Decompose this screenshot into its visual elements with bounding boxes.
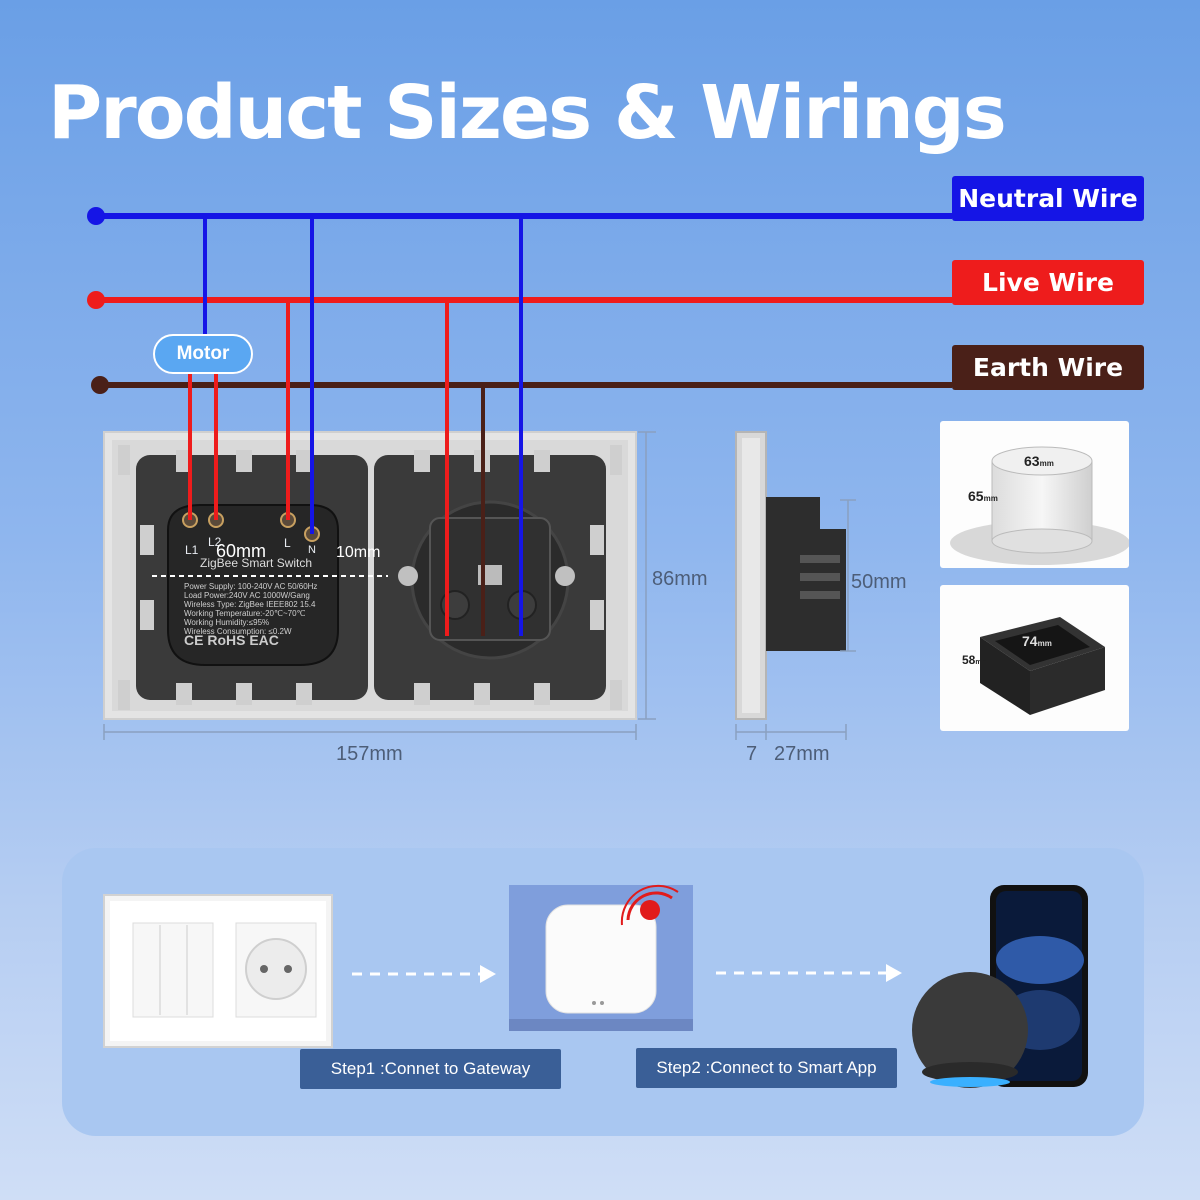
module-name: ZigBee Smart Switch <box>200 556 313 570</box>
square-box-depth-unit: mm <box>975 659 988 666</box>
smart-speaker-icon <box>912 972 1028 1088</box>
neutral-wire-label: Neutral Wire <box>952 176 1144 221</box>
dim-panel-width: 157mm <box>336 743 403 765</box>
round-box-depth: 65mm <box>968 488 998 504</box>
module-spec-line: Working Humidity:≤95% <box>184 618 270 627</box>
switch-socket-product-icon <box>103 894 333 1048</box>
square-box-width-unit: mm <box>1037 639 1052 648</box>
round-box-diameter: 63mm <box>1024 453 1054 469</box>
certification-marks: CE RoHS EAC <box>184 632 279 648</box>
earth-wire-label: Earth Wire <box>952 345 1144 390</box>
module-spec-line: Wireless Type: ZigBee IEEE802 15.4 <box>184 600 316 609</box>
module-spec-line: Power Supply: 100-240V AC 50/60Hz <box>184 582 318 591</box>
terminal-l2-label: L2 <box>208 535 222 549</box>
square-box-depth-value: 58 <box>962 653 976 667</box>
round-box-diameter-value: 63 <box>1024 453 1040 469</box>
step2-button[interactable]: Step2 :Connect to Smart App <box>636 1048 897 1088</box>
module-specs: Power Supply: 100-240V AC 50/60Hz Load P… <box>184 582 334 636</box>
round-box-depth-unit: mm <box>983 494 998 503</box>
terminal-l-label: L <box>284 536 291 550</box>
step1-button[interactable]: Step1 :Connet to Gateway <box>300 1049 561 1089</box>
module-spec-line: Load Power:240V AC 1000W/Gang <box>184 591 310 600</box>
live-wire-label: Live Wire <box>952 260 1144 305</box>
zigbee-gateway-icon <box>509 884 693 1031</box>
round-box-card: 63mm 65mm <box>940 421 1129 568</box>
earth-wire-dot <box>91 376 109 394</box>
dim-side-height: 50mm <box>851 571 907 593</box>
page-title: Product Sizes & Wirings <box>48 70 1007 156</box>
round-box-image <box>950 446 1129 565</box>
live-wire-dot <box>87 291 105 309</box>
square-box-width-value: 74 <box>1022 633 1038 649</box>
dim-module-gap: 10mm <box>336 544 381 561</box>
motor-badge: Motor <box>153 334 253 374</box>
neutral-wire-dot <box>87 207 105 225</box>
dim-body-depth: 27mm <box>774 743 830 765</box>
square-box-width: 74mm <box>1022 633 1052 649</box>
dim-panel-height: 86mm <box>652 568 708 590</box>
terminal-n-label: N <box>308 544 316 556</box>
dim-module-width: 60mm <box>216 541 267 561</box>
square-box-card: 74mm 58mm <box>940 585 1129 731</box>
terminal-l1-label: L1 <box>185 543 199 557</box>
module-spec-line: Wireless Consumption: ≤0.2W <box>184 627 292 636</box>
round-box-diameter-unit: mm <box>1039 459 1054 468</box>
dim-glass-depth: 7 <box>746 743 758 765</box>
side-view <box>735 431 856 740</box>
module-spec-line: Working Temperature:-20℃~70℃ <box>184 609 306 618</box>
round-box-depth-value: 65 <box>968 488 984 504</box>
square-box-depth: 58mm <box>962 653 988 667</box>
square-box-image <box>980 617 1105 715</box>
